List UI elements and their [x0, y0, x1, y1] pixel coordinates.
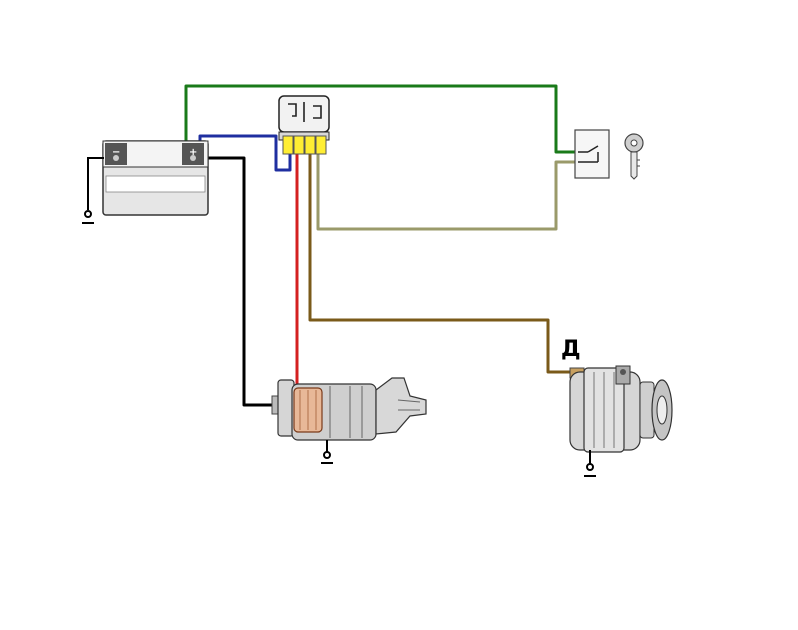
generator-terminal-label: Д	[561, 337, 581, 362]
wire-olive	[316, 150, 578, 231]
battery-minus-label: −	[112, 147, 120, 158]
battery-icon: − +	[102, 140, 209, 216]
battery-plus-post	[190, 155, 196, 161]
ignition-switch-icon	[574, 129, 610, 179]
ground-symbol-icon	[82, 157, 104, 224]
battery-plus-terminal-block	[182, 143, 204, 165]
battery-stripe	[105, 175, 206, 193]
battery-minus-post	[113, 155, 119, 161]
wire-black	[202, 156, 272, 407]
wire-brown	[308, 150, 570, 374]
starter-motor-icon	[271, 377, 427, 441]
wire-green	[184, 84, 578, 154]
battery-minus-terminal-block	[105, 143, 127, 165]
relay-icon	[278, 95, 330, 155]
wires	[184, 84, 578, 407]
generator-icon	[569, 365, 673, 453]
key-icon	[624, 133, 644, 180]
wire-blue	[198, 134, 292, 172]
ground-symbol-icon	[584, 450, 596, 477]
ground-symbol-icon	[321, 440, 333, 464]
battery-plus-label: +	[189, 147, 197, 158]
